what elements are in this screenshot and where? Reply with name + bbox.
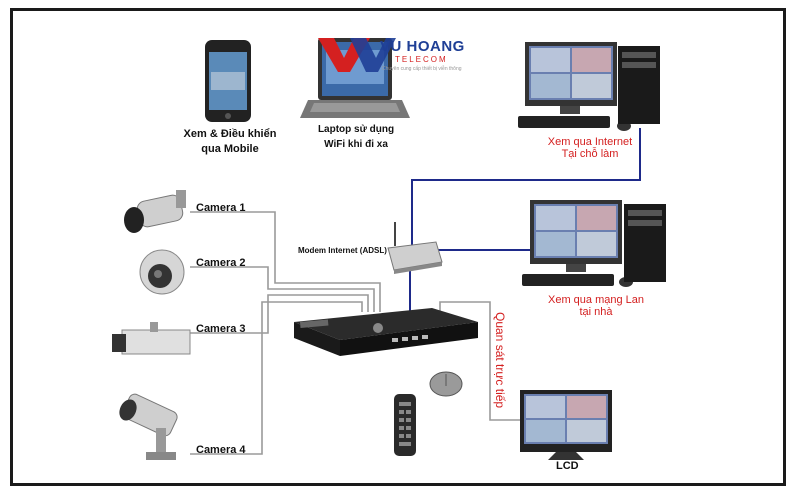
camera-4: [119, 393, 178, 460]
camera-cables: [190, 211, 520, 455]
cable-camera-4: [190, 301, 363, 455]
mobile-phone: [205, 40, 251, 122]
lcd-caption: LCD: [556, 460, 579, 472]
pc-internet-caption-line2: Tại chỗ làm: [561, 148, 619, 160]
direct-view-caption: Quan sát trực tiếp: [493, 312, 507, 409]
pc-internet-caption: Xem qua Internet Tại chỗ làm: [520, 136, 660, 160]
mobile-caption-line1: Xem & Điều khiển: [183, 128, 277, 140]
laptop-caption-line1: Laptop sử dụng: [317, 124, 395, 135]
brand-sub: TELECOM: [395, 55, 448, 64]
mouse: [429, 371, 463, 397]
cable-camera-3: [190, 294, 369, 334]
modem: [387, 222, 443, 274]
camera-3: [112, 322, 191, 355]
cable-camera-1: [190, 211, 381, 312]
camera-2: [139, 249, 185, 295]
brand-name: VU HOANG: [380, 38, 465, 55]
mobile-caption-line2: qua Mobile: [201, 143, 259, 155]
mobile-caption: Xem & Điều khiển qua Mobile: [178, 128, 282, 155]
network-links: [409, 128, 641, 312]
camera-2-label: Camera 2: [196, 257, 246, 269]
link-modem-to-internet-pc: [411, 128, 641, 252]
pc-internet-caption-line1: Xem qua Internet: [547, 136, 633, 148]
camera-1-label: Camera 1: [196, 202, 246, 214]
pc-internet: [518, 42, 660, 131]
camera-4-label: Camera 4: [196, 444, 246, 456]
pc-lan-caption-line2: tại nhà: [579, 306, 613, 318]
remote-control: [394, 394, 416, 456]
brand-logo-mark: [318, 38, 396, 72]
pc-lan-caption: Xem qua mạng Lan tại nhà: [526, 294, 666, 318]
pc-lan: [522, 200, 666, 287]
cable-camera-2: [190, 266, 375, 312]
brand-tagline: Chuyên cung cấp thiết bị viễn thông: [382, 66, 462, 72]
laptop-caption-line2: WiFi khi đi xa: [324, 139, 388, 150]
camera-1: [124, 190, 186, 233]
dvr-recorder: [294, 308, 478, 356]
lcd-monitor: [520, 390, 612, 460]
laptop-caption: Laptop sử dụng WiFi khi đi xa: [304, 124, 408, 150]
modem-caption: Modem Internet (ADSL): [298, 246, 387, 255]
pc-lan-caption-line1: Xem qua mạng Lan: [547, 294, 644, 306]
camera-3-label: Camera 3: [196, 323, 246, 335]
